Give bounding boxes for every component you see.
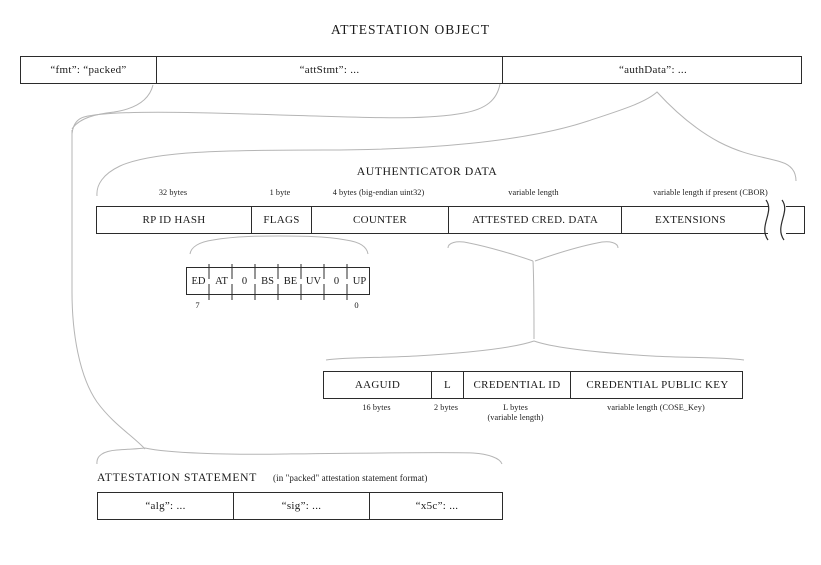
- rp-id-hash-label: RP ID HASH: [142, 214, 206, 226]
- extensions-cell: EXTENSIONS: [621, 207, 806, 233]
- attested-cred-funnel-stem: [532, 260, 535, 340]
- size-label-attested-cred-data: variable length: [508, 188, 559, 197]
- length-cell: L: [431, 372, 463, 398]
- x5c-cell: “x5c”: ...: [369, 493, 504, 519]
- flag-bit-rfu-6: 0: [241, 275, 248, 287]
- attested-cred-data-cell: ATTESTED CRED. DATA: [448, 207, 621, 233]
- flag-bit-at: AT: [215, 275, 228, 287]
- attestation-statement-subtitle: (in "packed" attestation statement forma…: [273, 473, 428, 483]
- flag-bit-ed: ED: [191, 275, 206, 287]
- authenticator-data-title: AUTHENTICATOR DATA: [356, 164, 498, 178]
- attestation-statement-row: “alg”: ... “sig”: ... “x5c”: ...: [97, 492, 503, 520]
- flag-bit-bs: BS: [261, 275, 274, 287]
- size-label-extensions: variable length if present (CBOR): [653, 188, 768, 197]
- diagram-title: ATTESTATION OBJECT: [330, 22, 491, 37]
- credential-public-key-cell: CREDENTIAL PUBLIC KEY: [570, 372, 744, 398]
- aaguid-label: AAGUID: [354, 379, 401, 391]
- flag-bit-up: UP: [352, 275, 367, 287]
- size-label-flags: 1 byte: [269, 188, 291, 197]
- fmt-cell: “fmt”: “packed”: [21, 57, 156, 83]
- counter-label: COUNTER: [352, 214, 408, 226]
- length-label: L: [443, 379, 452, 391]
- authdata-cell: “authData”: ...: [502, 57, 803, 83]
- fmt-cell-label: “fmt”: “packed”: [50, 64, 127, 76]
- flag-bit-rfu-1: 0: [333, 275, 340, 287]
- size-label-credential-id-line2: (variable length): [487, 412, 544, 422]
- aaguid-cell: AAGUID: [324, 372, 431, 398]
- flags-label: FLAGS: [263, 214, 300, 226]
- authdata-cell-label: “authData”: ...: [618, 64, 688, 76]
- flags-cell: FLAGS: [251, 207, 311, 233]
- attstmt-left-leader: [71, 84, 154, 130]
- size-label-credential-id: L bytes (variable length): [452, 403, 579, 422]
- rp-id-hash-cell: RP ID HASH: [97, 207, 251, 233]
- size-label-aaguid: 16 bytes: [362, 403, 391, 412]
- size-label-counter: 4 bytes (big-endian uint32): [332, 188, 425, 197]
- attestation-object-row: “fmt”: “packed” “attStmt”: ... “authData…: [20, 56, 802, 84]
- extensions-label: EXTENSIONS: [655, 214, 726, 226]
- flags-brace: [189, 235, 369, 255]
- authenticator-data-brace: [96, 91, 797, 197]
- attstmt-cell-label: “attStmt”: ...: [299, 64, 360, 76]
- size-label-credential-id-line1: L bytes: [503, 403, 528, 412]
- credential-id-cell: CREDENTIAL ID: [463, 372, 570, 398]
- flags-bit-box: ED AT 0 BS BE UV 0 UP: [186, 267, 370, 295]
- size-label-length: 2 bytes: [433, 403, 459, 412]
- attstmt-cell: “attStmt”: ...: [156, 57, 502, 83]
- flag-bit-be: BE: [283, 275, 298, 287]
- alg-cell-label: “alg”: ...: [145, 500, 186, 512]
- attested-cred-data-row: AAGUID L CREDENTIAL ID CREDENTIAL PUBLIC…: [323, 371, 743, 399]
- flags-msb-label: 7: [195, 300, 200, 310]
- counter-cell: COUNTER: [311, 207, 448, 233]
- attestation-statement-brace: [96, 447, 503, 465]
- attestation-statement-title: ATTESTATION STATEMENT: [97, 471, 258, 484]
- attested-cred-funnel-bottom-right: [533, 340, 745, 361]
- flags-lsb-label: 0: [354, 300, 359, 310]
- attested-cred-funnel-top-right: [534, 241, 619, 262]
- size-label-credential-public-key: variable length (COSE_Key): [607, 403, 705, 412]
- authenticator-data-row: RP ID HASH FLAGS COUNTER ATTESTED CRED. …: [96, 206, 805, 234]
- attested-cred-funnel-bottom-left: [325, 340, 535, 361]
- sig-cell-label: “sig”: ...: [281, 500, 322, 512]
- size-label-rp-id-hash: 32 bytes: [158, 188, 188, 197]
- attested-cred-funnel-top-left: [447, 241, 534, 262]
- alg-cell: “alg”: ...: [98, 493, 233, 519]
- sig-cell: “sig”: ...: [233, 493, 369, 519]
- attested-cred-data-label: ATTESTED CRED. DATA: [471, 214, 599, 226]
- credential-public-key-label: CREDENTIAL PUBLIC KEY: [586, 379, 729, 391]
- flag-bit-uv: UV: [305, 275, 322, 287]
- attstmt-right-leader: [71, 83, 501, 135]
- x5c-cell-label: “x5c”: ...: [415, 500, 459, 512]
- credential-id-label: CREDENTIAL ID: [473, 379, 561, 391]
